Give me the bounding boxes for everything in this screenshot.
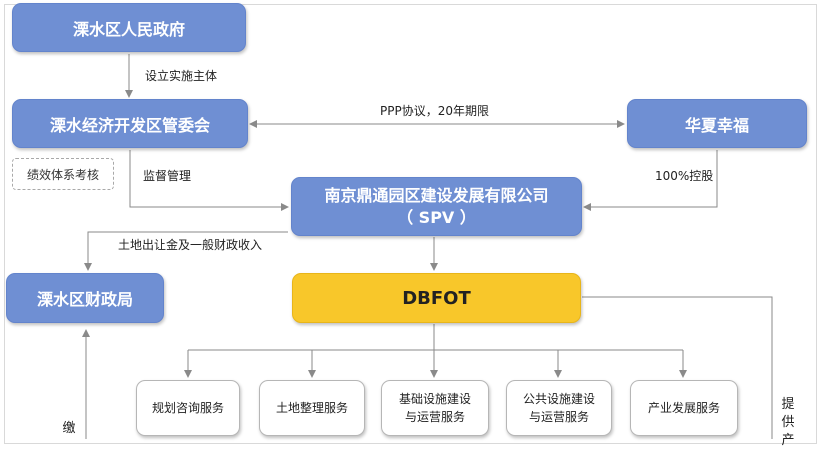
edge-dbfot-right (582, 296, 773, 439)
node-performance: 绩效体系考核 (12, 158, 114, 190)
service-industry: 产业发展服务 (630, 380, 738, 436)
node-spv-tag: （ SPV ） (397, 207, 476, 227)
label-pay-fragment: 缴 (62, 421, 76, 436)
edge-supervise (129, 150, 289, 211)
node-finance: 溧水区财政局 (6, 273, 164, 323)
node-dbfot: DBFOT (292, 273, 581, 323)
label-ppp: PPP协议，20年期限 (380, 104, 489, 118)
service-planning: 规划咨询服务 (136, 380, 240, 436)
node-government: 溧水区人民政府 (12, 3, 246, 52)
connector-lines (82, 54, 773, 439)
node-huaxia: 华夏幸福 (627, 99, 807, 148)
service-public-facilities: 公共设施建设 与运营服务 (506, 380, 612, 436)
label-land-income: 土地出让金及一般财政收入 (118, 238, 263, 252)
label-provide-fragment: 提供产 (781, 397, 795, 448)
diagram-canvas: 溧水区人民政府 设立实施主体 溧水经济开发区管委会 PPP协议，20年期限 华夏… (4, 3, 817, 448)
edge-land-income (84, 231, 288, 271)
node-spv: 南京鼎通园区建设发展有限公司 （ SPV ） (291, 177, 582, 236)
label-establish: 设立实施主体 (145, 69, 218, 83)
service-land: 土地整理服务 (259, 380, 365, 436)
service-infrastructure: 基础设施建设 与运营服务 (381, 380, 489, 436)
node-spv-name: 南京鼎通园区建设发展有限公司 (324, 185, 549, 205)
node-committee: 溧水经济开发区管委会 (12, 99, 248, 148)
edge-holding (583, 150, 718, 211)
label-holding: 100%控股 (655, 169, 714, 183)
label-supervise: 监督管理 (143, 169, 192, 183)
